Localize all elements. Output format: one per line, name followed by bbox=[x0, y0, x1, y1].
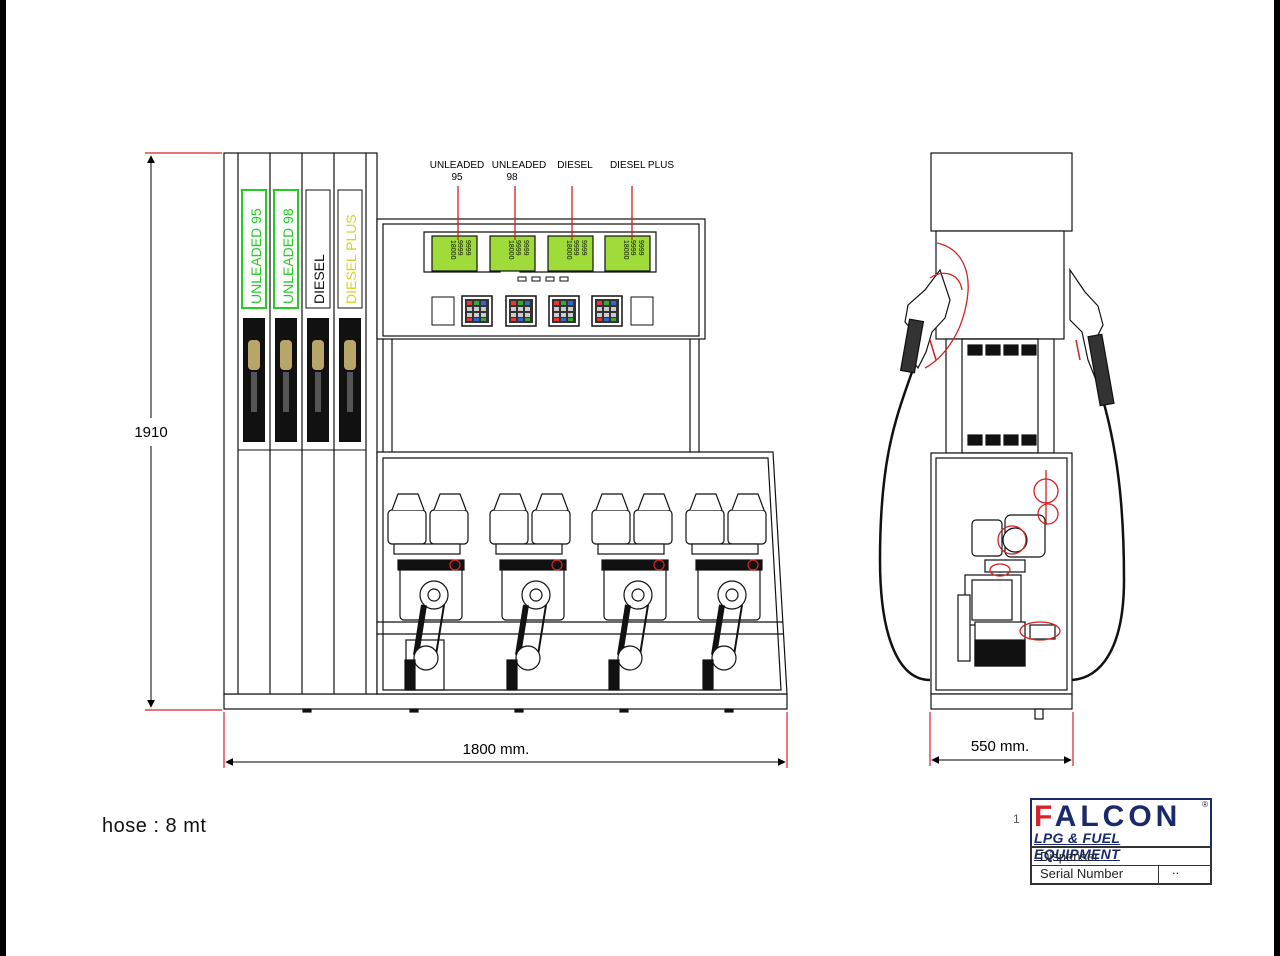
keypad-1 bbox=[461, 295, 493, 327]
svg-text:9999: 9999 bbox=[456, 240, 463, 256]
front-width-dimension-label: 1800 mm. bbox=[463, 741, 530, 758]
column-label-unleaded-95: UNLEADED 95 bbox=[248, 208, 264, 304]
product-callouts: UNLEADED 95 UNLEADED 98 DIESEL DIESEL PL… bbox=[430, 160, 674, 240]
side-width-dimension: 550 mm. bbox=[929, 712, 1074, 766]
svg-text:18000: 18000 bbox=[565, 240, 572, 260]
svg-text:9999: 9999 bbox=[464, 240, 471, 256]
callout-unleaded-98-line1: UNLEADED bbox=[492, 160, 546, 171]
svg-text:18000: 18000 bbox=[507, 240, 514, 260]
keypad-4 bbox=[591, 295, 623, 327]
lcd-display-3: 9999 9999 18000 bbox=[547, 235, 594, 272]
lcd-display-1: 9999 9999 18000 bbox=[431, 235, 478, 272]
pump-unit-4 bbox=[685, 493, 767, 691]
keypad-3 bbox=[548, 295, 580, 327]
nozzle-holsters bbox=[238, 318, 366, 451]
column-label-unleaded-98: UNLEADED 98 bbox=[280, 208, 296, 304]
pump-unit-3 bbox=[591, 493, 673, 691]
callout-unleaded-95-line1: UNLEADED bbox=[430, 160, 484, 171]
pump-unit-2 bbox=[489, 493, 571, 691]
frame-right-border bbox=[1274, 0, 1280, 956]
side-width-dimension-label: 550 mm. bbox=[971, 738, 1029, 755]
brand-subtitle: LPG & FUEL EQUIPMENT bbox=[1034, 830, 1121, 862]
keypad-2 bbox=[505, 295, 537, 327]
svg-text:9999: 9999 bbox=[514, 240, 521, 256]
lcd-display-4: 9999 9999 18000 bbox=[604, 235, 651, 272]
svg-text:9999: 9999 bbox=[580, 240, 587, 256]
brand-logo: FALCON ® LPG & FUEL EQUIPMENT bbox=[1030, 798, 1212, 862]
callout-unleaded-98-line2: 98 bbox=[506, 172, 518, 183]
registered-mark: ® bbox=[1202, 800, 1208, 809]
svg-text:9999: 9999 bbox=[637, 240, 644, 256]
lcd-displays: 9999 9999 18000 9999 9999 18000 9999 999… bbox=[431, 235, 651, 282]
column-label-diesel-plus: DIESEL PLUS bbox=[343, 214, 359, 304]
brand-name: FALCON bbox=[1034, 800, 1182, 833]
hose-length-note: hose : 8 mt bbox=[102, 815, 207, 837]
side-mark: 1 bbox=[1013, 812, 1020, 826]
title-block-dispenser: Dispenser bbox=[1040, 849, 1099, 864]
column-label-panels: UNLEADED 95 UNLEADED 98 DIESEL DIESEL PL… bbox=[241, 189, 363, 309]
frame-left-border bbox=[0, 0, 6, 956]
front-width-dimension: 1800 mm. bbox=[223, 712, 788, 768]
height-dimension-label: 1910 bbox=[134, 424, 167, 441]
svg-text:9999: 9999 bbox=[572, 240, 579, 256]
pump-unit-1 bbox=[387, 493, 469, 691]
callout-diesel-plus: DIESEL PLUS bbox=[610, 160, 674, 171]
svg-text:18000: 18000 bbox=[622, 240, 629, 260]
callout-unleaded-95-line2: 95 bbox=[451, 172, 463, 183]
pump-units bbox=[387, 493, 767, 691]
hydraulic-cabinet bbox=[376, 451, 788, 695]
height-dimension: 1910 bbox=[134, 152, 222, 711]
side-view bbox=[878, 152, 1126, 720]
lcd-display-2: 9999 9999 18000 bbox=[489, 235, 536, 272]
display-head bbox=[376, 218, 706, 452]
callout-diesel: DIESEL bbox=[557, 160, 593, 171]
title-block-table: Dispenser Serial Number .. bbox=[1030, 846, 1212, 885]
svg-text:9999: 9999 bbox=[629, 240, 636, 256]
svg-text:18000: 18000 bbox=[449, 240, 456, 260]
column-label-diesel: DIESEL bbox=[311, 254, 327, 304]
keypads bbox=[431, 295, 654, 327]
svg-text:9999: 9999 bbox=[522, 240, 529, 256]
title-block-serial-label: Serial Number bbox=[1040, 866, 1124, 881]
title-block-serial-value: .. bbox=[1172, 862, 1180, 877]
title-block: FALCON ® LPG & FUEL EQUIPMENT Dispenser … bbox=[1030, 798, 1212, 885]
